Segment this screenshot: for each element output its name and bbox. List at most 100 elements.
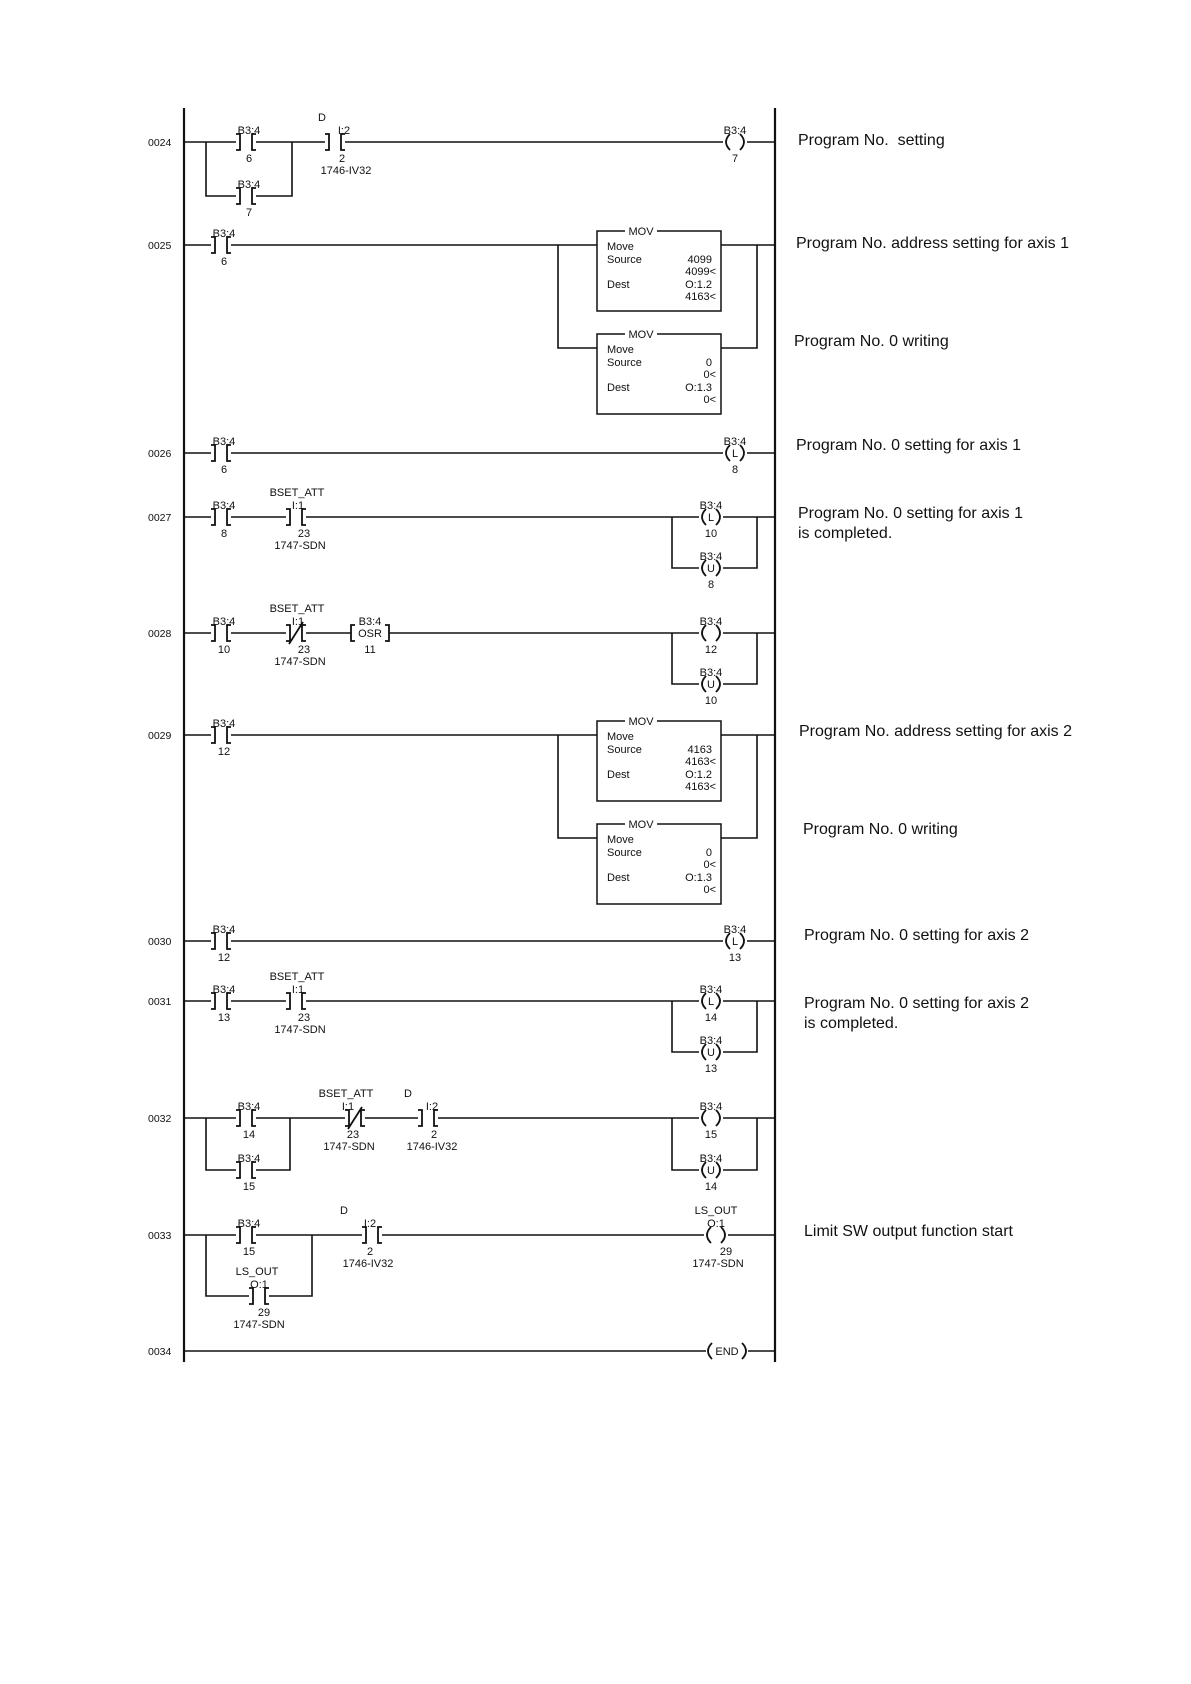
tag-alias: D	[404, 1088, 412, 1100]
mov-title: MOV	[628, 226, 654, 238]
mov-source-address: 4163	[688, 744, 712, 756]
rung-number: 0028	[148, 628, 172, 640]
rung-number: 0029	[148, 730, 172, 742]
contact-bit: 2	[339, 153, 345, 165]
coil-address: B3:4	[724, 125, 747, 137]
tag-alias: BSET_ATT	[270, 603, 325, 615]
contact-xic: BSET_ATT I:1 23 1747-SDN	[270, 487, 326, 552]
mov-instruction-box: MOV Move Source Dest 0 0< O:1.3 0<	[596, 818, 722, 905]
mov-source-label: Source	[607, 254, 642, 266]
coil-bit: 8	[708, 579, 714, 591]
rung-number: 0034	[148, 1346, 172, 1358]
mov-dest-value: 4163<	[685, 291, 716, 303]
mov-dest-value: 0<	[703, 884, 716, 896]
coil-otu: U B3:4 8	[700, 551, 723, 591]
mov-source-value: 0<	[703, 369, 716, 381]
coil-otl: L B3:4 13	[724, 924, 747, 964]
osr-bit: 11	[364, 644, 375, 656]
rung-numbers: 0024 0025 0026 0027 0028 0029 0030 0031 …	[148, 137, 172, 1358]
coil-address: B3:4	[724, 436, 747, 448]
module-label: 1746-IV32	[343, 1258, 394, 1270]
contact-xic: B3:4 15	[236, 1153, 260, 1193]
contact-address: I:2	[338, 125, 350, 137]
mov-title: MOV	[628, 819, 654, 831]
rung-comment: Limit SW output function start	[804, 1223, 1013, 1240]
contact-xio: BSET_ATT I:1 23 1747-SDN	[270, 603, 326, 668]
contact-address: B3:4	[213, 436, 236, 448]
contact-xic: D I:2 2 1746-IV32	[404, 1088, 457, 1153]
tag-alias: D	[318, 112, 326, 124]
mov-dest-value: 4163<	[685, 781, 716, 793]
contact-address: I:1	[292, 616, 304, 628]
mov-source-address: 0	[706, 357, 712, 369]
coil-address: B3:4	[700, 1153, 723, 1165]
coil-address: B3:4	[700, 1101, 723, 1113]
coil-bit: 10	[705, 528, 717, 540]
coil-bit: 8	[732, 464, 738, 476]
coil-otu: U B3:4 10	[700, 667, 723, 707]
contact-address: B3:4	[213, 616, 236, 628]
contact-xic: B3:4 8	[211, 500, 235, 540]
contact-bit: 6	[246, 153, 252, 165]
contact-bit: 6	[221, 464, 227, 476]
mov-instruction-box: MOV Move Source Dest 4099 4099< O:1.2 41…	[596, 225, 722, 312]
coil-bit: 14	[705, 1012, 717, 1024]
contact-xic: B3:4 10	[211, 616, 235, 656]
contact-address: B3:4	[213, 984, 236, 996]
rung-comment: is completed.	[798, 525, 893, 542]
coil-address: B3:4	[700, 1035, 723, 1047]
tag-alias: BSET_ATT	[270, 971, 325, 983]
contact-bit: 14	[243, 1129, 255, 1141]
contact-bit: 13	[218, 1012, 230, 1024]
tag-alias: D	[340, 1205, 348, 1217]
rung-comment: Program No. 0 setting for axis 1	[796, 437, 1021, 454]
tag-alias: LS_OUT	[236, 1266, 279, 1278]
coil-unlatch-letter: U	[707, 1047, 715, 1059]
contact-bit: 6	[221, 256, 227, 268]
coil-bit: 12	[705, 644, 717, 656]
contact-address: B3:4	[238, 1101, 261, 1113]
module-label: 1746-IV32	[407, 1141, 458, 1153]
mov-source-label: Source	[607, 744, 642, 756]
rung-0026: B3:4 6 L B3:4 8	[184, 436, 775, 476]
module-label: 1747-SDN	[233, 1319, 284, 1331]
coil-address: B3:4	[700, 667, 723, 679]
rung-0030: B3:4 12 L B3:4 13	[184, 924, 775, 964]
mov-instruction-box: MOV Move Source Dest 0 0< O:1.3 0<	[596, 328, 722, 415]
mov-dest-label: Dest	[607, 279, 630, 291]
rung-comment: Program No. 0 setting for axis 2	[804, 927, 1029, 944]
rung-comment: Program No. 0 setting for axis 2	[804, 995, 1029, 1012]
mov-source-label: Source	[607, 357, 642, 369]
contact-xic: B3:4 12	[211, 924, 235, 964]
mov-move-label: Move	[607, 731, 634, 743]
contact-address: B3:4	[238, 1218, 261, 1230]
rung-comment: Program No. setting	[798, 132, 945, 149]
module-label: 1747-SDN	[274, 540, 325, 552]
coil-address: B3:4	[724, 924, 747, 936]
rung-comment: Program No. 0 writing	[794, 333, 949, 350]
rung-0032: B3:4 14 B3:4 15 BSET_ATT I:1 23 1747-SDN…	[184, 1088, 775, 1193]
contact-bit: 10	[218, 644, 230, 656]
contact-bit: 7	[246, 207, 252, 219]
contact-address: I:2	[364, 1218, 376, 1230]
coil-bit: 7	[732, 153, 738, 165]
module-label: 1746-IV32	[321, 165, 372, 177]
rung-0025: B3:4 6 MOV Move Source Dest 4099 4099< O…	[184, 225, 775, 415]
contact-bit: 12	[218, 952, 230, 964]
contact-bit: 2	[431, 1129, 437, 1141]
contact-xic: B3:4 6	[211, 436, 235, 476]
rung-comment: Program No. 0 writing	[803, 821, 958, 838]
mov-source-value: 4163<	[685, 756, 716, 768]
coil-address: O:1	[707, 1218, 725, 1230]
contact-xic: B3:4 7	[236, 179, 260, 219]
contact-bit: 15	[243, 1181, 255, 1193]
rung-0033: B3:4 15 LS_OUT O:1 29 1747-SDN D I:2 2 1…	[184, 1205, 775, 1331]
mov-move-label: Move	[607, 834, 634, 846]
mov-dest-value: 0<	[703, 394, 716, 406]
contact-xic: B3:4 14	[236, 1101, 260, 1141]
mov-dest-address: O:1.2	[685, 769, 712, 781]
contact-xic: D I:2 2 1746-IV32	[340, 1205, 393, 1270]
tag-alias: BSET_ATT	[319, 1088, 374, 1100]
rung-number: 0024	[148, 137, 172, 149]
